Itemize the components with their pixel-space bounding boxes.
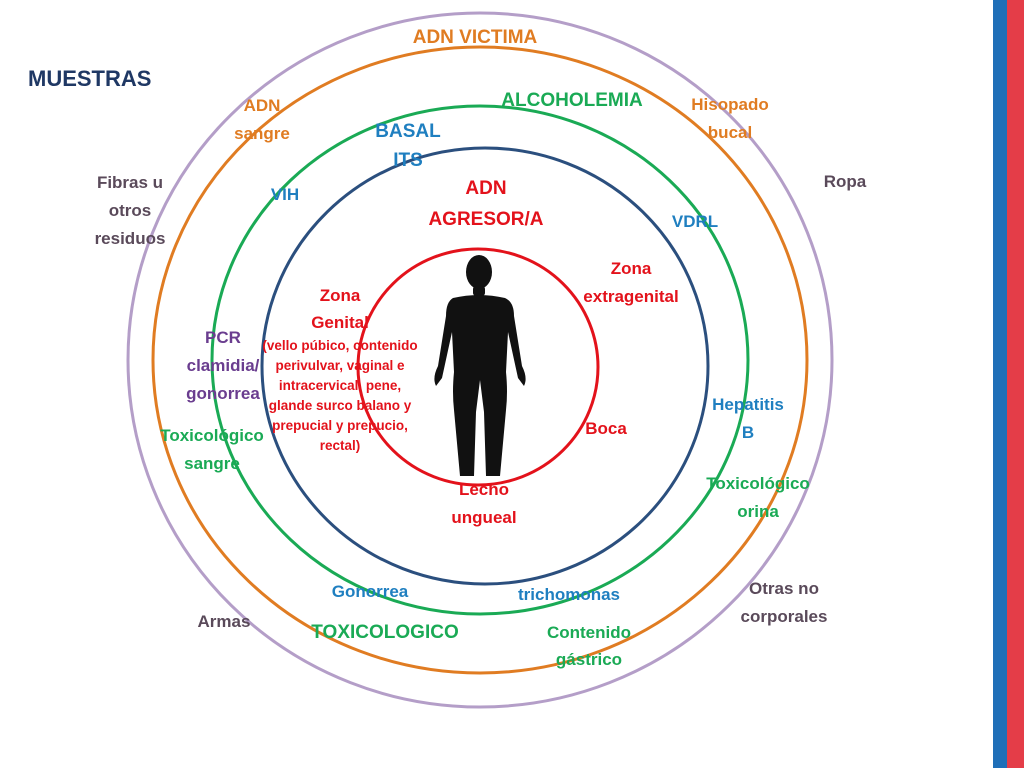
- basal-its-label: BASAL ITS: [375, 121, 441, 171]
- svg-text:Toxicológico: Toxicológico: [160, 426, 264, 445]
- svg-text:Lecho: Lecho: [459, 480, 509, 499]
- svg-text:corporales: corporales: [741, 607, 828, 626]
- svg-text:ungueal: ungueal: [451, 508, 516, 527]
- ring-otras-muestras: [126, 11, 834, 709]
- fibras-label: Fibras u otros residuos: [95, 173, 166, 248]
- svg-text:gástrico: gástrico: [556, 650, 622, 669]
- toxicologico-label: TOXICOLOGICO: [311, 622, 458, 643]
- human-figure-icon: [434, 255, 526, 476]
- hepatitis-b-label: Hepatitis B: [712, 395, 784, 442]
- ring-adn-victima: [151, 45, 809, 675]
- svg-text:sangre: sangre: [184, 454, 240, 473]
- svg-text:Hisopado: Hisopado: [691, 95, 768, 114]
- svg-text:Toxicológico: Toxicológico: [706, 474, 810, 493]
- vdrl-label: VDRL: [672, 212, 718, 231]
- svg-text:AGRESOR/A: AGRESOR/A: [428, 209, 543, 230]
- vih-label: VIH: [271, 185, 299, 204]
- ring-zonas-corporales: [356, 247, 600, 487]
- svg-text:B: B: [742, 423, 754, 442]
- trichomonas-label: trichomonas: [518, 585, 620, 604]
- svg-text:PCR: PCR: [205, 328, 241, 347]
- svg-text:Hepatitis: Hepatitis: [712, 395, 784, 414]
- toxicologico-orina-label: Toxicológico orina: [706, 474, 810, 521]
- svg-text:Otras no: Otras no: [749, 579, 819, 598]
- ropa-label: Ropa: [824, 172, 867, 191]
- stripe-red: [1007, 0, 1024, 768]
- adn-victima-label: ADN VICTIMA: [413, 27, 538, 48]
- svg-text:intracervical, pene,: intracervical, pene,: [279, 378, 401, 393]
- svg-text:Fibras u: Fibras u: [97, 173, 163, 192]
- zona-genital-detail: (vello púbico, contenido perivulvar, vag…: [262, 338, 417, 453]
- ring-adn-agresor: [260, 146, 710, 586]
- svg-text:residuos: residuos: [95, 229, 166, 248]
- page-title: MUESTRAS: [28, 66, 151, 91]
- alcoholemia-label: ALCOHOLEMIA: [501, 90, 643, 111]
- gonorrea-label: Gonorrea: [332, 582, 409, 601]
- svg-text:clamidia/: clamidia/: [187, 356, 260, 375]
- pcr-clamidia-gonorrea-label: PCR clamidia/ gonorrea: [186, 328, 260, 403]
- svg-text:gonorrea: gonorrea: [186, 384, 260, 403]
- armas-label: Armas: [198, 612, 251, 631]
- hisopado-bucal-label: Hisopado bucal: [691, 95, 768, 142]
- svg-text:Zona: Zona: [611, 259, 652, 278]
- svg-text:ADN: ADN: [244, 96, 281, 115]
- lecho-ungueal-label: Lecho ungueal: [451, 480, 516, 527]
- zona-extragenital-label: Zona extragenital: [583, 259, 678, 306]
- svg-text:BASAL: BASAL: [375, 121, 441, 142]
- otras-no-corporales-label: Otras no corporales: [741, 579, 828, 626]
- svg-text:rectal): rectal): [320, 438, 361, 453]
- svg-text:otros: otros: [109, 201, 152, 220]
- svg-text:bucal: bucal: [708, 123, 752, 142]
- adn-sangre-label: ADN sangre: [234, 96, 290, 143]
- contenido-gastrico-label: Contenido gástrico: [547, 623, 631, 669]
- svg-text:sangre: sangre: [234, 124, 290, 143]
- svg-text:perivulvar, vaginal e: perivulvar, vaginal e: [275, 358, 405, 373]
- svg-text:orina: orina: [737, 502, 779, 521]
- stripe-blue: [993, 0, 1007, 768]
- svg-text:(vello púbico, contenido: (vello púbico, contenido: [262, 338, 417, 353]
- boca-label: Boca: [585, 419, 627, 438]
- svg-text:ADN: ADN: [465, 178, 506, 199]
- svg-text:Zona: Zona: [320, 286, 361, 305]
- ring-alcoholemia: [210, 104, 750, 616]
- zona-genital-label: Zona Genital: [311, 286, 369, 332]
- svg-text:Contenido: Contenido: [547, 623, 631, 642]
- svg-text:extragenital: extragenital: [583, 287, 678, 306]
- svg-text:glande surco balano y: glande surco balano y: [269, 398, 412, 413]
- svg-text:ITS: ITS: [393, 150, 423, 171]
- svg-text:Genital: Genital: [311, 313, 369, 332]
- adn-agresor-label: ADN AGRESOR/A: [428, 178, 543, 230]
- svg-text:prepucial y prepucio,: prepucial y prepucio,: [272, 418, 408, 433]
- toxicologico-sangre-label: Toxicológico sangre: [160, 426, 264, 473]
